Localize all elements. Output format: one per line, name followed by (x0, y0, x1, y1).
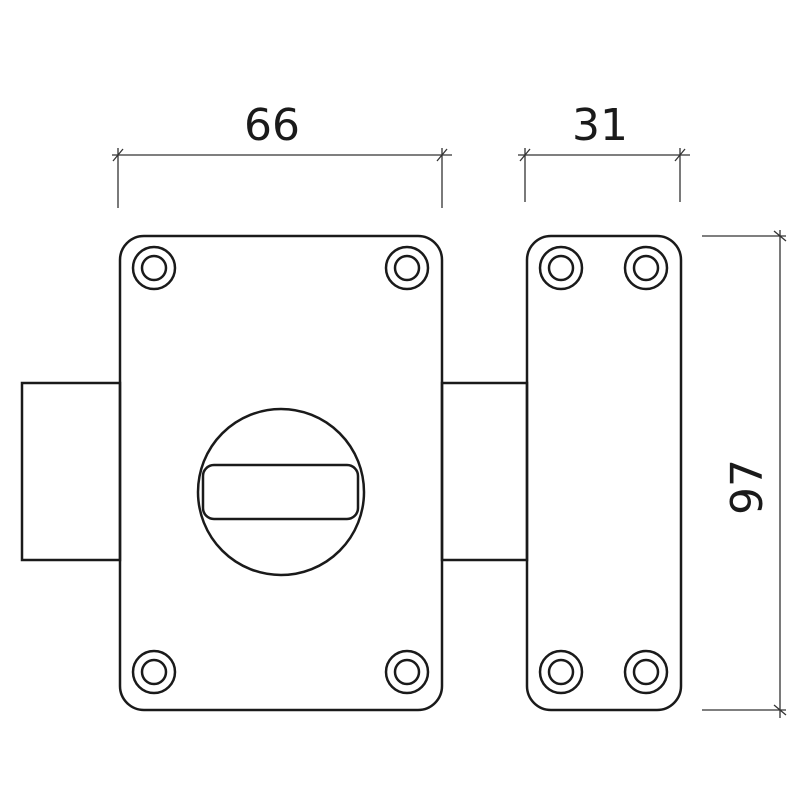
dimension-label-31: 31 (572, 100, 628, 151)
screw-hole-icon (538, 649, 584, 695)
screw-hole-icon (384, 245, 430, 291)
screw-hole-icon (547, 658, 575, 686)
dimension-keeper-width: 31 (518, 100, 690, 202)
dimension-height: 97 (702, 230, 787, 718)
screw-hole-icon (384, 649, 430, 695)
screw-hole-icon (632, 658, 660, 686)
bolt-left (20, 381, 122, 562)
screw-hole-icon (623, 649, 669, 695)
screws (131, 245, 669, 695)
dimension-label-66: 66 (244, 100, 300, 151)
screw-hole-icon (393, 254, 421, 282)
screw-hole-icon (547, 254, 575, 282)
screw-hole-icon (131, 245, 177, 291)
screw-hole-icon (131, 649, 177, 695)
screw-hole-icon (632, 254, 660, 282)
thumb-turn-knob (196, 407, 366, 577)
bolt-middle (440, 381, 529, 562)
screw-hole-icon (538, 245, 584, 291)
screw-hole-icon (623, 245, 669, 291)
screw-hole-icon (140, 658, 168, 686)
keeper-plate (525, 234, 683, 712)
thumb-turn-slot (201, 463, 360, 521)
screw-hole-icon (393, 658, 421, 686)
lock-body-plate (118, 234, 444, 712)
screw-hole-icon (140, 254, 168, 282)
dimension-lock-width: 66 (112, 100, 452, 208)
dimension-label-97: 97 (722, 459, 773, 515)
